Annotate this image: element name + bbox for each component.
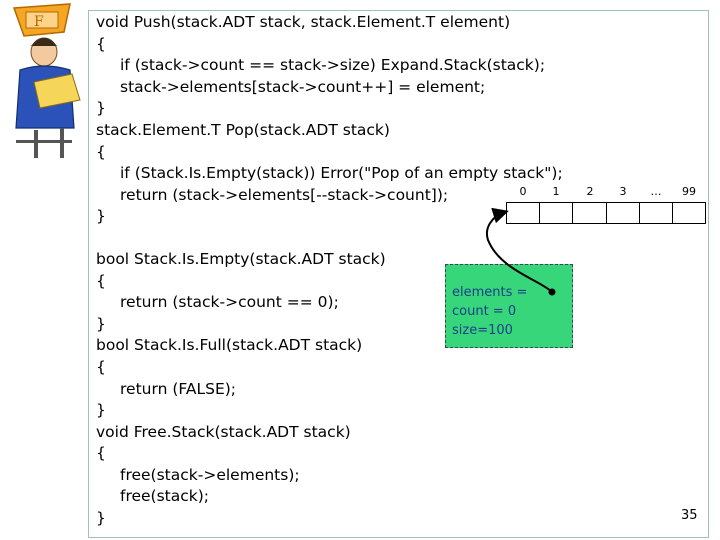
array-index-label: 99 [682,185,696,198]
code-line: return (stack->elements[--stack->count])… [120,185,449,204]
code-line: free(stack->elements); [120,465,300,484]
struct-field-count: count = 0 [452,304,517,319]
elements-array [506,202,706,224]
code-line: { [96,444,106,463]
code-line: void Free.Stack(stack.ADT stack) [96,422,351,441]
code-line: free(stack); [120,487,210,506]
code-line: if (stack->count == stack->size) Expand.… [120,56,546,75]
array-cell [673,203,705,223]
code-line: bool Stack.Is.Empty(stack.ADT stack) [96,249,386,268]
code-gap [96,228,696,249]
code-line: } [96,401,106,420]
slide-number: 35 [681,508,698,523]
array-index-label: 3 [619,185,627,198]
array-index-label: 0 [519,185,527,198]
code-line: return (FALSE); [120,379,237,398]
code-line: if (Stack.Is.Empty(stack)) Error("Pop of… [120,164,563,183]
array-index-label: 2 [586,185,594,198]
struct-field-size: size=100 [452,323,513,338]
code-line: } [96,314,106,333]
code-line: stack->elements[stack->count++] = elemen… [120,77,486,96]
code-line: { [96,142,106,161]
array-index-label: 1 [552,185,560,198]
code-line: } [96,207,106,226]
code-line: return (stack->count == 0); [120,293,339,312]
array-cell [640,203,673,223]
stack-struct-box: elements = count = 0 size=100 [445,264,573,348]
array-cell [607,203,640,223]
code-line: } [96,99,106,118]
code-line: stack.Element.T Pop(stack.ADT stack) [96,120,390,139]
array-cell [540,203,574,223]
array-index-label: … [650,185,662,198]
slide-frame [88,10,709,538]
struct-field-elements: elements = [452,285,528,300]
code-listing: void Push(stack.ADT stack, stack.Element… [96,12,696,530]
code-line: void Push(stack.ADT stack, stack.Element… [96,13,511,31]
code-line: } [96,509,106,528]
code-line: { [96,271,106,290]
array-cell [573,203,607,223]
array-cell [507,203,541,223]
code-line: { [96,34,106,53]
code-line: { [96,357,106,376]
teacher-clipart-icon: F [12,3,81,158]
svg-text:F: F [34,14,44,30]
code-line: bool Stack.Is.Full(stack.ADT stack) [96,336,363,355]
